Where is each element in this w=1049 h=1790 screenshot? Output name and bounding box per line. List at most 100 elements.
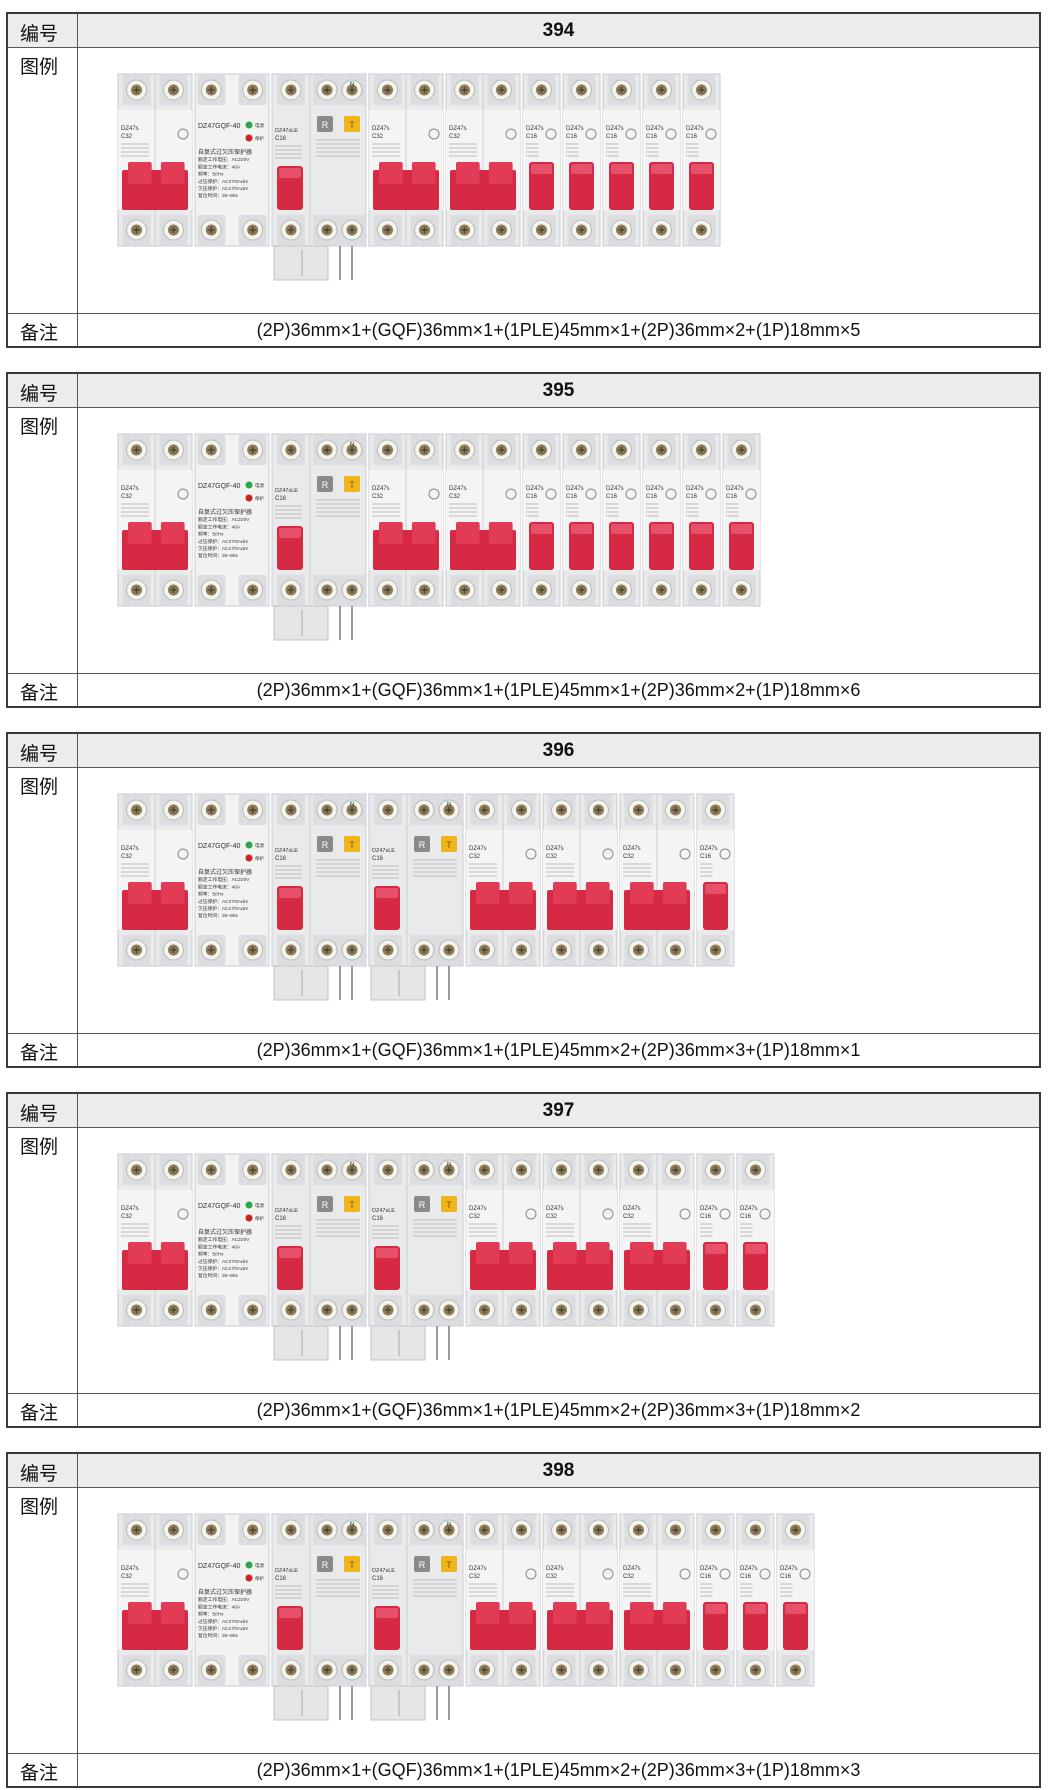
gqf-spec-line: 自复式过欠压保护器: [198, 1228, 252, 1236]
note-label: 备注: [8, 674, 78, 706]
note-label: 备注: [8, 1754, 78, 1786]
mcb-rating-label: C32: [546, 1214, 558, 1220]
rcbo-rating-label: C16: [372, 1576, 384, 1582]
gqf-spec-line: 额定工作电压：AC220V: [198, 516, 250, 523]
gqf-protect-lamp-label: 保护: [255, 495, 264, 502]
gqf-spec-line: 过压保护：AC270V±5V: [198, 1258, 249, 1265]
rcbo-neutral-mark: N: [447, 1522, 451, 1528]
mcb-model-label: DZ47s: [700, 846, 718, 852]
number-label: 编号: [8, 734, 78, 767]
rcbo-test-key: T: [446, 1560, 452, 1570]
rcbo-neutral-mark: N: [350, 442, 354, 448]
rcbo-neutral-mark: N: [447, 802, 451, 808]
mcb-model-label: DZ47s: [121, 1566, 139, 1572]
gqf-spec-line: 过压保护：AC270V±5V: [198, 1618, 249, 1625]
rcbo-rating-label: C16: [275, 856, 287, 862]
gqf-spec-line: 频率：50Hz: [198, 891, 224, 898]
config-number: 396: [542, 739, 575, 761]
gqf-spec-line: 额定工作电流：40A: [198, 523, 241, 530]
rcbo-reset-key: R: [322, 840, 329, 850]
gqf-spec-line: 欠压保护：AC170V±5V: [198, 1265, 249, 1272]
mcb-model-label: DZ47s: [372, 126, 390, 132]
gqf-spec-line: 复位时间：30~90s: [198, 912, 238, 919]
gqf-spec-line: 额定工作电流：40A: [198, 883, 241, 890]
gqf-spec-line: 额定工作电压：AC220V: [198, 1236, 250, 1243]
rcbo-rating-label: C16: [275, 1216, 287, 1222]
mcb-rating-label: C32: [546, 854, 558, 860]
gqf-spec-line: 自复式过欠压保护器: [198, 1588, 252, 1596]
gqf-spec-line: 额定工作电压：AC220V: [198, 1596, 250, 1603]
config-number: 394: [542, 19, 575, 41]
gqf-spec-line: 额定工作电压：AC220V: [198, 876, 250, 883]
legend-label: 图例: [8, 1488, 78, 1753]
mcb-rating-label: C16: [606, 134, 618, 140]
note-row: 备注(2P)36mm×1+(GQF)36mm×1+(1PLE)45mm×2+(2…: [8, 1394, 1039, 1426]
gqf-spec-line: 欠压保护：AC170V±5V: [198, 545, 249, 552]
mcb-rating-label: C16: [566, 134, 578, 140]
rcbo-neutral-mark: N: [350, 802, 354, 808]
rcbo-reset-key: R: [322, 120, 329, 130]
mcb-model-label: DZ47s: [449, 486, 467, 492]
gqf-model-label: DZ47GQF-40: [198, 123, 241, 130]
mcb-model-label: DZ47s: [566, 126, 584, 132]
number-label: 编号: [8, 1454, 78, 1487]
mcb-rating-label: C32: [449, 494, 461, 500]
mcb-model-label: DZ47s: [623, 1566, 641, 1572]
mcb-model-label: DZ47s: [469, 1566, 487, 1572]
rcbo-model-label: DZ47sLE: [372, 848, 395, 854]
mcb-rating-label: C16: [740, 1574, 752, 1580]
rcbo-test-key: T: [349, 120, 355, 130]
gqf-power-lamp-label: 电源: [255, 1562, 264, 1569]
mcb-model-label: DZ47s: [469, 1206, 487, 1212]
mcb-model-label: DZ47s: [449, 126, 467, 132]
rcbo-reset-key: R: [322, 1200, 329, 1210]
mcb-rating-label: C16: [740, 1214, 752, 1220]
legend-label: 图例: [8, 408, 78, 673]
rcbo-model-label: DZ47sLE: [372, 1208, 395, 1214]
gqf-protect-lamp-label: 保护: [255, 1575, 264, 1582]
